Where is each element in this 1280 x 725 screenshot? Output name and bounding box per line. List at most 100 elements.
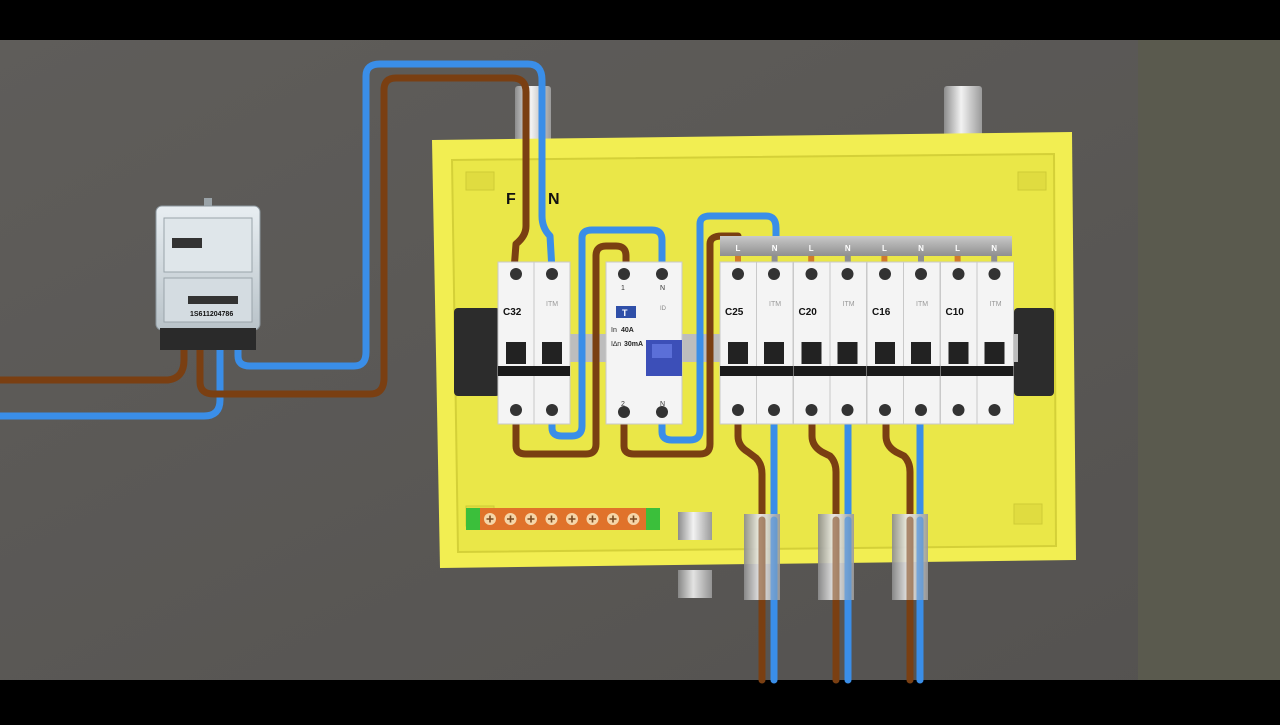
circuit-c16-phase-wire xyxy=(882,416,914,684)
busbar-terminal-label: N xyxy=(845,244,851,253)
rcd-line-terminal-label: 1 xyxy=(621,285,625,292)
phase-terminal-label: F xyxy=(506,191,516,208)
breaker-toggle[interactable] xyxy=(911,342,931,364)
breaker-top-screw xyxy=(841,268,854,280)
main-breaker-toggle[interactable] xyxy=(542,342,562,364)
main-breaker-top-screw xyxy=(510,268,522,280)
meter-to-board-neutral-wire xyxy=(234,60,556,370)
bottom-letterbox xyxy=(0,680,1280,720)
ground-terminal-bar xyxy=(466,508,660,530)
incoming-phase-wire xyxy=(0,336,188,384)
top-letterbox xyxy=(0,0,1280,40)
rcd-idn-label: I∆n xyxy=(611,341,621,348)
breaker-top-screw xyxy=(732,268,744,280)
circuit-breaker-c25: C25 ITM xyxy=(719,261,794,425)
breaker-type-label: ITM xyxy=(916,301,928,308)
rcd-type-label: ID xyxy=(660,306,667,312)
rcd-bottom-screw xyxy=(618,406,630,418)
wires-layer xyxy=(0,60,924,684)
breaker-toggle[interactable] xyxy=(948,342,969,364)
breaker-bottom-screw xyxy=(915,404,927,416)
main-to-rcd-neutral-wire xyxy=(548,226,666,440)
breaker-rating-label: C20 xyxy=(799,307,818,318)
meter-barcode xyxy=(188,296,238,304)
neutral-terminal-label: N xyxy=(548,191,560,208)
incoming-neutral-wire xyxy=(0,336,224,420)
busbar-terminal-label: L xyxy=(809,244,814,253)
bottom-conduit-ground xyxy=(678,512,712,540)
breaker-toggle[interactable] xyxy=(801,342,822,364)
breaker-toggle[interactable] xyxy=(728,342,748,364)
breaker-bottom-screw xyxy=(952,404,965,416)
breaker-toggle[interactable] xyxy=(875,342,895,364)
rcd-top-screw xyxy=(656,268,668,280)
main-breaker-type-label: ITM xyxy=(546,301,558,308)
breaker-toggle[interactable] xyxy=(984,342,1005,364)
breaker-bottom-screw xyxy=(732,404,744,416)
meter-register xyxy=(172,238,202,248)
rcd-idn-value: 30mA xyxy=(624,341,643,348)
main-breaker: C32 ITM xyxy=(497,261,571,425)
circuit-breaker-c10: C10 ITM xyxy=(940,261,1014,425)
circuit-breaker-c20: C20 ITM xyxy=(793,261,867,425)
breaker-top-screw xyxy=(952,268,965,280)
circuit-c20-phase-wire xyxy=(808,416,840,684)
breaker-bottom-screw xyxy=(768,404,780,416)
breaker-rating-label: C10 xyxy=(946,307,965,318)
rcd-line-terminal-label: N xyxy=(660,285,665,292)
busbar-terminal-label: L xyxy=(736,244,741,253)
breaker-top-screw xyxy=(768,268,780,280)
rcd-bottom-screw xyxy=(656,406,668,418)
rcd-top-screw xyxy=(618,268,630,280)
circuit-breakers: C25 ITM C20 ITM C16 ITM C10 ITM xyxy=(719,261,1014,425)
ground-bar-end-left xyxy=(466,508,480,530)
breaker-bottom-screw xyxy=(879,404,891,416)
breaker-bottom-screw xyxy=(841,404,854,416)
rcd-brand-mark: T xyxy=(622,308,628,318)
breaker-top-screw xyxy=(915,268,927,280)
main-breaker-bottom-screw xyxy=(510,404,522,416)
rcd-brand-badge xyxy=(616,306,636,318)
energy-meter: 1S611204786 xyxy=(155,198,261,350)
breaker-rating-label: C16 xyxy=(872,307,891,318)
rcd-in-value: 40A xyxy=(621,327,634,334)
rcd-in-label: In xyxy=(611,327,617,334)
breaker-bottom-screw xyxy=(805,404,818,416)
main-to-rcd-phase-wire xyxy=(512,242,630,458)
breaker-toggle[interactable] xyxy=(837,342,858,364)
busbar-terminal-label: N xyxy=(918,244,924,253)
din-rail-bracket-left xyxy=(454,308,500,396)
breaker-bottom-screw xyxy=(988,404,1001,416)
breaker-type-label: ITM xyxy=(990,301,1002,308)
busbar-terminal-label: N xyxy=(772,244,778,253)
circuit-breaker-c16: C16 ITM xyxy=(866,261,941,425)
busbar-terminal-label: L xyxy=(955,244,960,253)
meter-plate-text: 1S611204786 xyxy=(190,311,233,318)
busbar-body xyxy=(720,236,1012,256)
main-breaker-top-screw xyxy=(546,268,558,280)
breaker-top-screw xyxy=(879,268,891,280)
circuit-c25-phase-wire xyxy=(734,416,766,684)
busbar-terminal-label: N xyxy=(991,244,997,253)
breaker-type-label: ITM xyxy=(843,301,855,308)
breaker-rating-label: C25 xyxy=(725,307,744,318)
breaker-top-screw xyxy=(988,268,1001,280)
meter-to-board-phase-wire xyxy=(196,74,530,398)
ground-bar-end-right xyxy=(646,508,660,530)
breaker-top-screw xyxy=(805,268,818,280)
rcd-to-busbar-phase-wire xyxy=(620,232,742,458)
breaker-type-label: ITM xyxy=(769,301,781,308)
rcd-load-terminal-label: 2 xyxy=(621,401,625,408)
differential-switch: 1 N T ID In 40A I∆n 30mA 2 N xyxy=(605,261,683,425)
rcd-load-terminal-label: N xyxy=(660,401,665,408)
breaker-toggle[interactable] xyxy=(764,342,784,364)
busbar-terminal-label: L xyxy=(882,244,887,253)
main-breaker-rating: C32 xyxy=(503,307,522,318)
main-breaker-bottom-screw xyxy=(546,404,558,416)
meter-terminal-block xyxy=(160,328,256,350)
wall-right-edge xyxy=(1138,40,1280,680)
main-breaker-toggle[interactable] xyxy=(506,342,526,364)
